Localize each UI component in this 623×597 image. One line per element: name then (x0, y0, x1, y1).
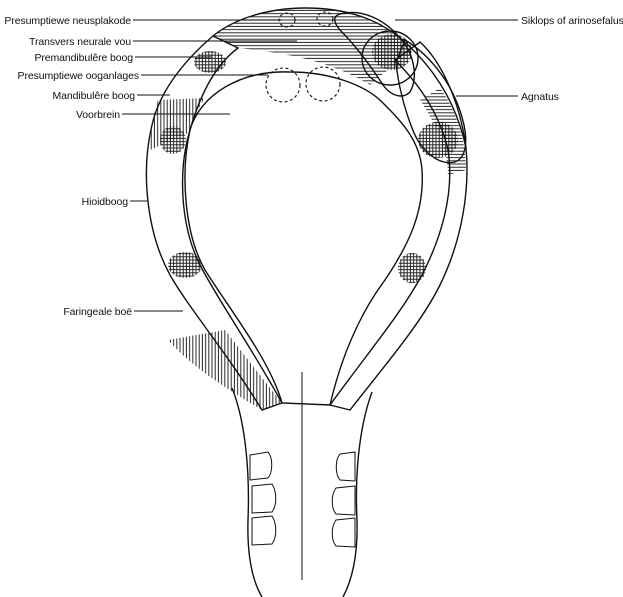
optic-primordium-right (306, 67, 340, 101)
label-mandibulere-boog: Mandibulêre boog (53, 90, 136, 102)
label-siklops-of-arinosefalus: Siklops of arinosefalus (521, 15, 623, 27)
label-premandibulere-boog: Premandibulêre boog (34, 52, 133, 64)
label-hioidboog: Hioidboog (82, 196, 129, 208)
pharynx-tube (232, 372, 372, 597)
right-pouches (332, 452, 355, 547)
label-faringeale-boe: Faringeale boë (63, 306, 132, 318)
left-pouches (250, 452, 276, 545)
left-arch-band (146, 36, 282, 410)
label-transvers-neurale-vou: Transvers neurale vou (29, 36, 131, 48)
optic-primordium-left (266, 68, 300, 102)
label-presumptiewe-neusplakode: Presumptiewe neusplakode (4, 15, 131, 27)
label-agnatus: Agnatus (521, 91, 559, 103)
label-presumptiewe-ooganlages: Presumptiewe ooganlages (18, 70, 139, 82)
right-arch-band (330, 34, 467, 410)
label-voorbrein: Voorbrein (76, 109, 120, 121)
